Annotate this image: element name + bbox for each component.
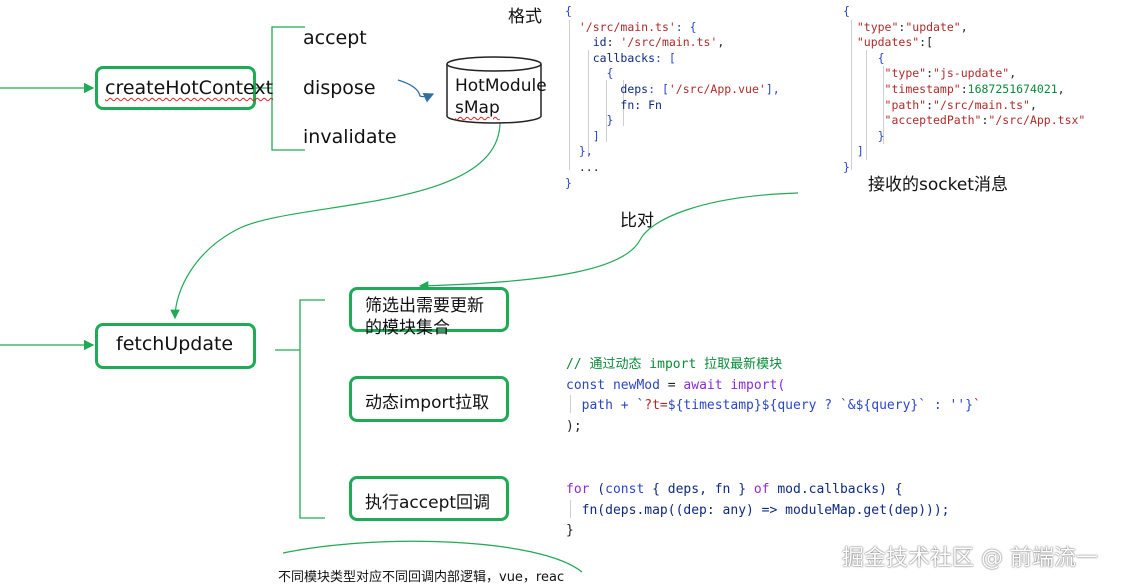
bottom-note: 不同模块类型对应不同回调内部逻辑，vue，reac	[278, 570, 565, 585]
fetch-update-box	[95, 323, 256, 369]
hot-modules-map-label-2: sMap	[455, 98, 500, 118]
watermark: 掘金技术社区 @ 前端流一	[842, 546, 1098, 571]
step-accept-label: 执行accept回调	[365, 493, 491, 513]
api-accept-label: accept	[303, 27, 367, 49]
compare-arrow	[418, 192, 799, 291]
bottom-arc	[282, 540, 583, 573]
hot-modules-map-cylinder	[446, 56, 542, 124]
step-filter-box	[349, 287, 509, 332]
api-invalidate-label: invalidate	[303, 126, 397, 148]
api-brace	[255, 26, 305, 151]
code-dynamic-import: // 通过动态 import 拉取最新模块 const newMod = awa…	[566, 357, 981, 434]
step-accept-box	[349, 476, 509, 521]
create-hot-context-label: createHotContext	[105, 77, 274, 99]
step-import-box	[349, 376, 509, 422]
create-hot-context-box	[95, 66, 256, 110]
step-filter-label-2: 的模块集合	[365, 318, 450, 338]
step-filter-label-1: 筛选出需要更新	[365, 296, 484, 316]
code-callbacks-loop: for (const { deps, fn } of mod.callbacks…	[566, 482, 950, 538]
step-import-label: 动态import拉取	[365, 393, 490, 413]
code-socket-message: { "type":"update", "updates":[ { "type":…	[843, 4, 1086, 174]
hot-modules-map-label-1: HotModule	[455, 76, 547, 96]
steps-brace	[275, 299, 325, 519]
map-to-fetch-arrow	[170, 121, 501, 320]
dispose-to-map-arrow	[397, 79, 435, 103]
compare-label: 比对	[620, 211, 654, 231]
api-dispose-label: dispose	[303, 77, 376, 99]
format-label: 格式	[508, 7, 542, 27]
socket-message-label: 接收的socket消息	[868, 175, 1008, 195]
code-module-map: { '/src/main.ts': { id: '/src/main.ts', …	[565, 4, 780, 190]
fetch-update-label: fetchUpdate	[116, 333, 234, 355]
